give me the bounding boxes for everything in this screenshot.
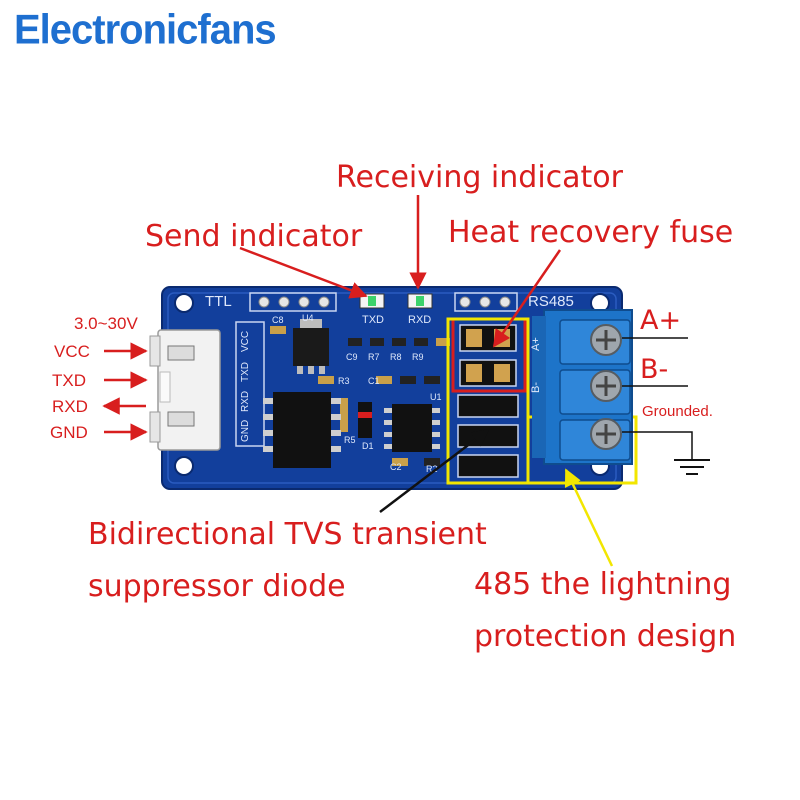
regulator-u4 [293, 319, 329, 374]
r7-silk: R7 [368, 352, 380, 362]
r2-silk: R2 [426, 464, 438, 474]
smd-parts [270, 326, 450, 466]
c9-silk: C9 [346, 352, 358, 362]
header-pin-vcc: VCC [240, 331, 251, 352]
terminal-b-label: B- [640, 354, 669, 385]
r3-silk: R3 [338, 376, 350, 386]
label-send-indicator: Send indicator [145, 219, 363, 254]
header-pin-txd: TXD [240, 362, 251, 382]
screw-a [590, 324, 622, 356]
diode-d1 [358, 402, 372, 438]
txd-silk: TXD [362, 314, 384, 326]
d1-silk: D1 [362, 441, 374, 451]
ic-left [263, 392, 341, 468]
brand-logo: Electronicfans [14, 6, 277, 54]
u4-silk: U4 [302, 313, 314, 323]
r5-silk: R5 [344, 435, 356, 445]
label-receiving-indicator: Receiving indicator [336, 160, 623, 195]
label-tvs-line2: suppressor diode [88, 569, 346, 604]
tvs-diodes [457, 394, 519, 478]
header-pin-rxd: RXD [240, 391, 251, 412]
arrow-fuse [492, 249, 562, 348]
silkscreen [235, 292, 518, 447]
screw-b [590, 370, 622, 402]
arrow-lightning [564, 468, 614, 567]
label-lightning-line2: protection design [474, 619, 737, 654]
screw-gnd [590, 418, 622, 450]
r9-silk: R9 [412, 352, 424, 362]
arrow-tvs [379, 428, 490, 513]
header-pads [258, 296, 511, 308]
header-pin-gnd: GND [240, 420, 251, 442]
label-tvs-line1: Bidirectional TVS transient [88, 517, 487, 552]
rs485-silk: RS485 [528, 293, 574, 310]
ground-symbol [674, 459, 710, 475]
terminal-a-label: A+ [640, 305, 682, 336]
annotation-arrows [102, 195, 562, 441]
terminal-ground-label: Grounded. [642, 403, 713, 420]
silkscreen-text: TTL RS485 TXD RXD U4 U1 C8 C9 R7 R8 R9 R… [205, 293, 574, 474]
ttl-connector [149, 329, 221, 451]
r8-silk: R8 [390, 352, 402, 362]
rxd-silk: RXD [408, 314, 431, 326]
output-wires [622, 337, 693, 460]
c1-silk: C1 [368, 376, 380, 386]
arrow-send [239, 246, 368, 299]
pin-txd: TXD [52, 371, 86, 390]
ttl-silk: TTL [205, 293, 232, 310]
u1-silk: U1 [430, 392, 442, 402]
pin-voltage: 3.0~30V [74, 314, 138, 333]
protection-highlight-box [446, 317, 530, 485]
side-a-silk: A+ [530, 337, 542, 351]
pin-rxd: RXD [52, 397, 88, 416]
ic-u1 [384, 404, 440, 452]
label-heat-recovery-fuse: Heat recovery fuse [448, 215, 734, 250]
c8-silk: C8 [272, 315, 284, 325]
terminal-block [532, 309, 633, 465]
pin-vcc: VCC [54, 342, 90, 361]
c2-silk: C2 [390, 462, 402, 472]
label-lightning-line1: 485 the lightning [474, 567, 732, 602]
side-b-silk: B- [530, 382, 542, 393]
led-rxd [407, 293, 433, 309]
pin-gnd: GND [50, 423, 88, 442]
